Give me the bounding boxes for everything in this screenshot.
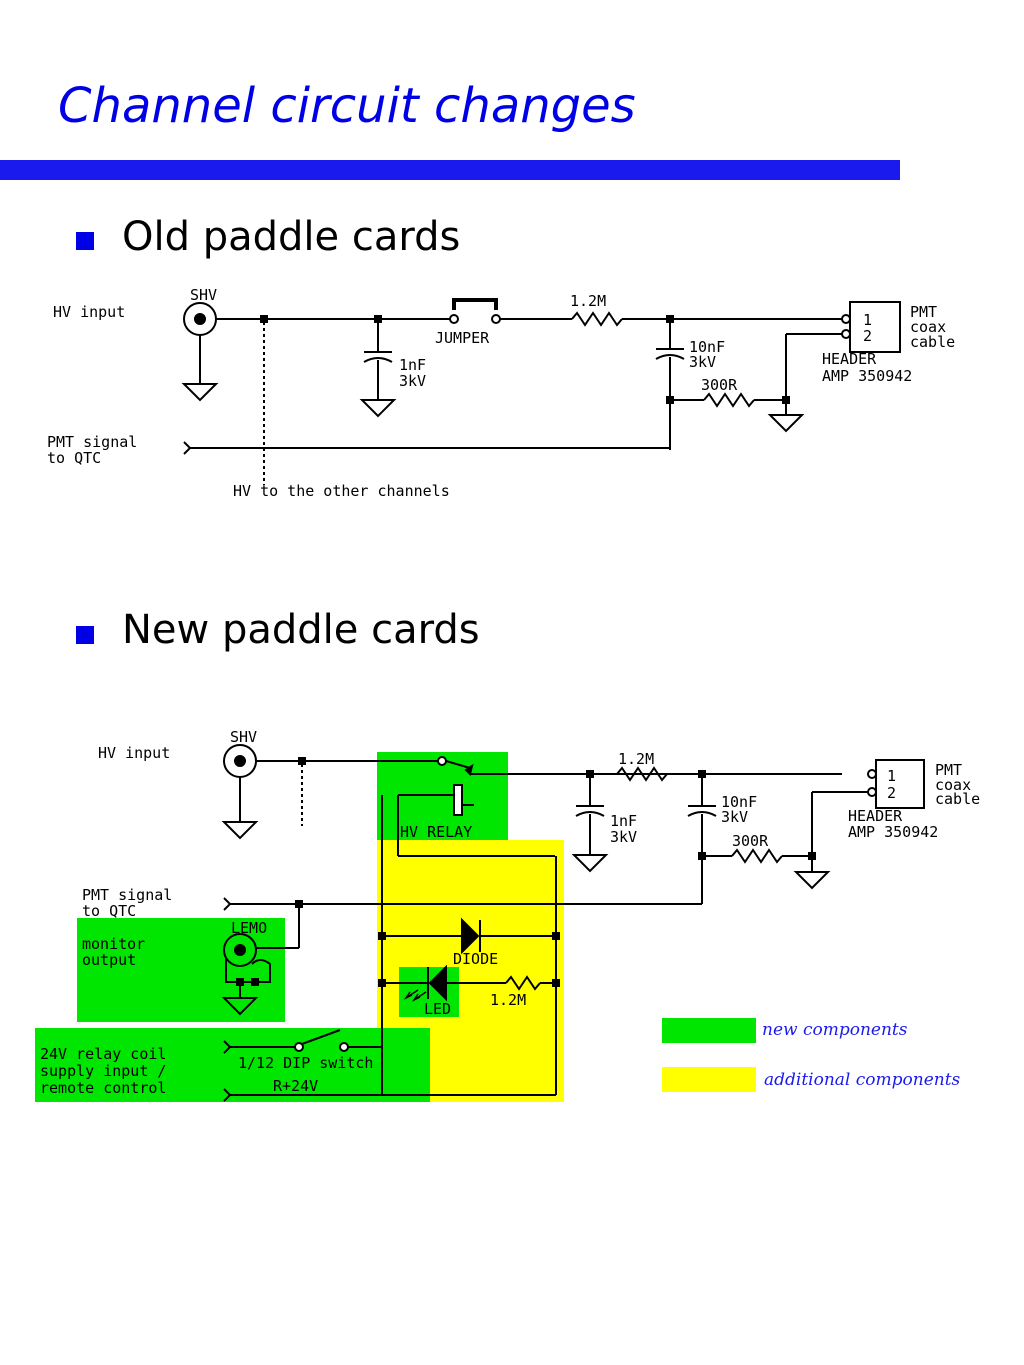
new-resistor-3-label: 1.2M [490,991,526,1009]
relay-supply-label-2: supply input / [40,1062,166,1080]
old-header-pin-1: 1 [863,311,872,329]
old-shv-label: SHV [190,286,217,304]
old-pmt-signal-label-1: PMT signal [47,433,137,451]
old-resistor-1-label: 1.2M [570,292,606,310]
new-header-label-2: AMP 350942 [848,823,938,841]
new-cap-2-voltage: 3kV [721,808,748,826]
old-jumper-label: JUMPER [435,329,490,347]
legend: new components additional components [662,1018,961,1092]
diode-symbol [461,917,480,955]
new-pmt-signal-label-2: to QTC [82,902,136,920]
bullet-marker-new [76,626,94,644]
legend-new-swatch [662,1018,756,1043]
old-ground-icon-1 [181,383,219,402]
new-header-label-1: HEADER [848,807,903,825]
old-cap-2-value: 10nF [689,338,725,356]
old-cap-1-value: 1nF [399,356,426,374]
old-resistor-2-label: 300R [701,376,738,394]
relay-supply-label-3: remote control [40,1079,166,1097]
old-header-label-1: HEADER [822,350,877,368]
new-pmt-label-2: coax [935,776,971,794]
monitor-output-label-1: monitor [82,935,145,953]
old-cap-2-voltage: 3kV [689,353,716,371]
old-pmt-label-1: PMT [910,303,937,321]
new-cap-1-voltage: 3kV [610,828,637,846]
new-shv-label: SHV [230,728,257,746]
slide-title: Channel circuit changes [58,78,636,134]
new-ground-icon-1 [221,821,259,840]
legend-additional-label: additional components [764,1070,961,1090]
led-label: LED [424,1000,451,1018]
diode-label: DIODE [453,950,498,968]
bullet-marker-old [76,232,94,250]
old-circuit-diagram [181,298,901,485]
new-ground-icon-3 [793,871,831,890]
old-pmt-label-3: cable [910,333,955,351]
bullet-old-paddle-cards: Old paddle cards [122,214,461,260]
new-resistor-1-label: 1.2M [618,750,654,768]
title-underline [0,160,900,180]
bullet-new-paddle-cards: New paddle cards [122,607,480,653]
lemo-connector [223,933,257,967]
new-resistor-2-label: 300R [732,832,769,850]
old-header-label-2: AMP 350942 [822,367,912,385]
legend-new-label: new components [762,1020,908,1040]
hv-relay-label: HV RELAY [400,823,472,841]
old-pmt-signal-label-2: to QTC [47,449,101,467]
new-header-pin-1: 1 [887,767,896,785]
legend-additional-swatch [662,1067,756,1092]
old-ground-icon-2 [359,399,397,418]
old-cap-1-voltage: 3kV [399,372,426,390]
relay-supply-region [35,1028,430,1102]
old-hv-input-label: HV input [53,303,125,321]
old-pmt-label-2: coax [910,318,946,336]
new-pmt-label-1: PMT [935,761,962,779]
new-circuit-diagram [221,744,925,1102]
relay-supply-label-1: 24V relay coil [40,1045,166,1063]
new-cap-1-value: 1nF [610,812,637,830]
old-hv-other-label: HV to the other channels [233,482,450,500]
new-header-pin-2: 2 [887,784,896,802]
new-cap-2-value: 10nF [721,793,757,811]
new-ground-icon-2 [571,854,609,873]
monitor-output-label-2: output [82,951,136,969]
r24v-label: R+24V [273,1077,318,1095]
old-header-box [849,301,901,353]
new-circuit-labels: HV input SHV HV RELAY 1.2M 1nF 3kV 10nF … [40,728,980,1097]
dip-switch-label: 1/12 DIP switch [238,1054,373,1072]
new-hv-input-label: HV input [98,744,170,762]
new-header-box [875,759,925,809]
new-ground-icon-4 [221,997,259,1016]
old-ground-icon-3 [767,414,805,433]
lemo-label: LEMO [231,919,267,937]
new-pmt-label-3: cable [935,790,980,808]
old-header-pin-2: 2 [863,327,872,345]
old-circuit-labels: HV input SHV JUMPER 1.2M 1nF 3kV 10nF 3k… [47,286,955,500]
new-pmt-signal-label-1: PMT signal [82,886,172,904]
